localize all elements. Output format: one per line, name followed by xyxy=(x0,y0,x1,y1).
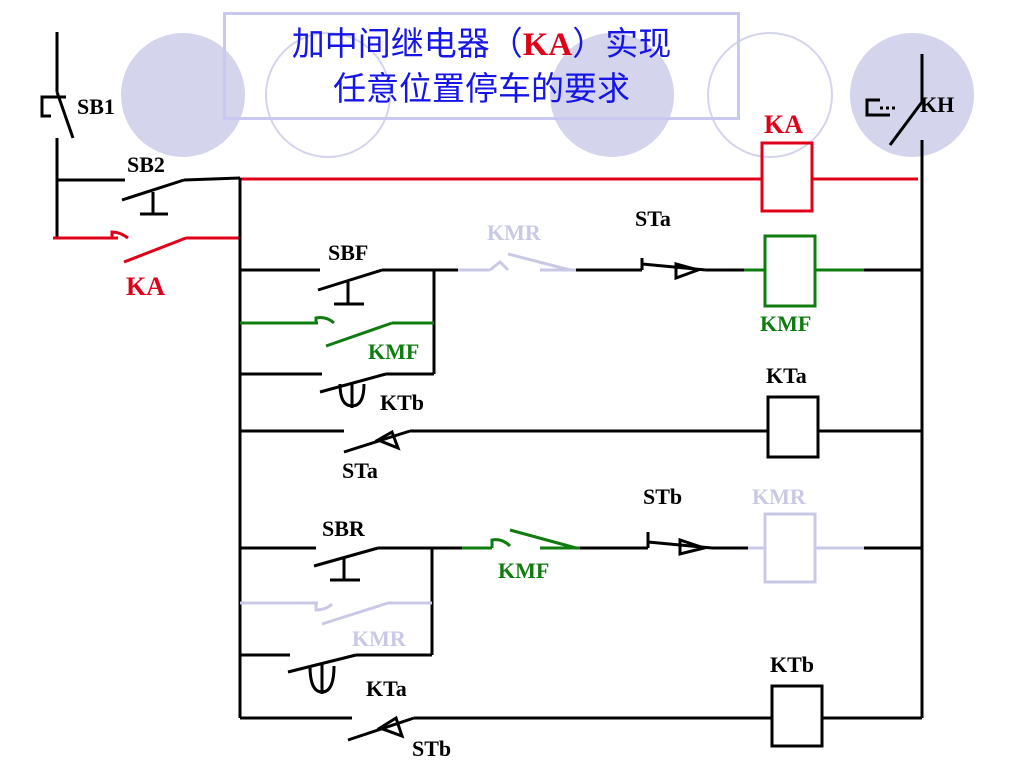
kmr-interlock-contact-top xyxy=(458,252,576,272)
kmf-rung xyxy=(240,258,922,374)
kmf-interlock-contact xyxy=(462,528,580,550)
label-sta-top: STa xyxy=(635,206,671,231)
label-kmf-coil: KMF xyxy=(760,311,812,336)
title-line-1: 加中间继电器（KA）实现 xyxy=(291,23,672,63)
ka-coil-rung xyxy=(240,141,918,213)
label-ka-coil: KA xyxy=(764,110,803,139)
label-sta-mid: STa xyxy=(342,458,378,483)
label-sbf: SBF xyxy=(328,240,369,265)
label-kmr-hold: KMR xyxy=(352,626,406,651)
decor-circle-4 xyxy=(707,32,833,158)
label-kmf-hold: KMF xyxy=(368,339,420,364)
title-line-2: 任意位置停车的要求 xyxy=(333,68,630,108)
title-box: 加中间继电器（KA）实现 任意位置停车的要求 xyxy=(223,12,740,120)
kmr-coil xyxy=(748,512,864,584)
label-sb1: SB1 xyxy=(77,94,115,119)
decor-circle-3 xyxy=(550,33,674,157)
sb2-start-button xyxy=(55,176,241,238)
label-kmr-contact-top: KMR xyxy=(487,220,541,245)
kmr-hold-contact xyxy=(240,601,432,626)
sb1-stop-button xyxy=(40,32,75,180)
label-sbr: SBR xyxy=(322,516,365,541)
label-ktb-contact: KTb xyxy=(380,390,425,415)
ktb-coil-rung xyxy=(240,684,922,748)
label-ka-contact: KA xyxy=(126,272,165,301)
decor-circle-1 xyxy=(121,33,245,157)
decor-circle-5 xyxy=(850,33,974,157)
kta-coil-rung xyxy=(240,395,922,459)
kmr-rung xyxy=(240,532,922,655)
background-circles xyxy=(121,32,974,158)
label-ktb-coil: KTb xyxy=(770,652,815,677)
decor-circle-2 xyxy=(265,32,391,158)
kta-time-contact xyxy=(240,653,432,694)
label-kta-contact: KTa xyxy=(366,676,407,701)
label-sb2: SB2 xyxy=(127,152,165,177)
kmf-coil xyxy=(744,234,864,308)
ka-hold-contact xyxy=(53,230,240,264)
ktb-time-contact xyxy=(240,372,434,408)
title-ka: KA xyxy=(522,26,573,63)
label-stb-bottom: STb xyxy=(412,736,452,761)
kh-thermal-contact xyxy=(865,54,924,718)
label-kta-coil: KTa xyxy=(766,363,807,388)
kmf-hold-contact xyxy=(240,316,434,348)
label-kmr-coil: KMR xyxy=(752,484,806,509)
label-kh: KH xyxy=(920,92,955,117)
label-kmf-interlock: KMF xyxy=(498,558,550,583)
label-stb-top: STb xyxy=(643,484,683,509)
